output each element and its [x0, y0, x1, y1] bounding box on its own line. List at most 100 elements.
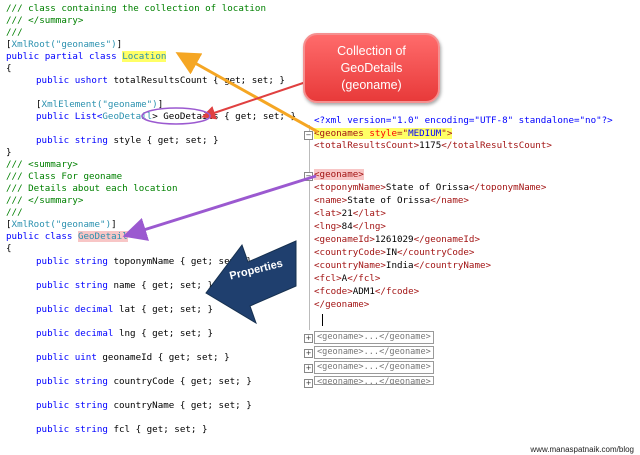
property-text: geonameId { get; set; } — [96, 352, 230, 363]
xml-countryname: <countryName>India</countryName> — [314, 260, 491, 272]
xml-tag: </geonameId> — [413, 234, 480, 245]
countryname-property: public string countryName { get; set; } — [36, 400, 252, 412]
code-comment: /// — [6, 27, 23, 38]
code-attribute-line: [XmlElement("geoname")] — [36, 99, 164, 110]
xml-value: India — [385, 260, 414, 271]
xml-lat: <lat>21</lat> — [314, 208, 386, 220]
xml-tag: <countryName> — [314, 260, 386, 271]
geodetail-class-name: GeoDetail — [77, 231, 128, 242]
property-text: lng { get; set; } — [113, 328, 214, 339]
keyword: public ushort — [36, 75, 108, 86]
property-text: fcl { get; set; } — [107, 424, 208, 435]
property-text: style { get; set; } — [107, 135, 219, 146]
xmlroot-attribute: XmlRoot("geoname") — [11, 219, 112, 230]
xml-fcode: <fcode>ADM1</fcode> — [314, 286, 419, 298]
xmlelement-attribute: XmlElement("geoname") — [41, 99, 158, 110]
xml-tag: <geoname> — [314, 169, 364, 180]
xml-geoname-open: <geoname> — [314, 169, 364, 181]
xml-declaration: <?xml version="1.0" encoding="UTF-8" sta… — [314, 115, 613, 127]
xml-attribute: style — [369, 128, 397, 139]
keyword: public List< — [36, 111, 103, 122]
countrycode-property: public string countryCode { get; set; } — [36, 376, 252, 388]
type-name: GeoDetail — [102, 111, 153, 122]
xml-countrycode: <countryCode>IN</countryCode> — [314, 247, 474, 259]
xml-totalresults: <totalResultsCount>1175</totalResultsCou… — [314, 140, 552, 152]
code-comment: /// </summary> — [6, 195, 84, 206]
keyword: public string — [36, 280, 108, 291]
xml-gutter-line — [309, 125, 310, 330]
xml-tag: <countryCode> — [314, 247, 386, 258]
xml-tag: <totalResultsCount> — [314, 140, 420, 151]
geonameid-property: public uint geonameId { get; set; } — [36, 352, 230, 364]
keyword: public partial class — [6, 51, 117, 62]
properties-arrow-icon — [205, 240, 297, 325]
xml-value: A — [341, 273, 348, 284]
keyword: public string — [36, 400, 108, 411]
keyword: public decimal — [36, 328, 114, 339]
expand-toggle-icon[interactable]: + — [304, 379, 313, 388]
callout-collection-of-geodetails: Collection of GeoDetails (geoname) — [303, 33, 440, 103]
xml-value: ADM1 — [352, 286, 375, 297]
xml-tag: </countryName> — [413, 260, 492, 271]
xml-value: MEDIUM — [408, 128, 442, 139]
collapsed-geoname[interactable]: <geoname>...</geoname> — [314, 331, 434, 344]
purple-arrow — [122, 174, 317, 241]
code-comment: /// Details about each location — [6, 183, 178, 194]
geodetail-class-declaration: public class GeoDetail — [6, 231, 128, 243]
expand-toggle-icon[interactable]: + — [304, 349, 313, 358]
expand-toggle-icon[interactable]: + — [304, 364, 313, 373]
property-text: lat { get; set; } — [113, 304, 214, 315]
xml-value: State of Orissa — [385, 182, 469, 193]
keyword: public uint — [36, 352, 97, 363]
xml-value: 1261029 — [374, 234, 414, 245]
keyword: public class — [6, 231, 73, 242]
xmlroot-attribute: XmlRoot("geonames") — [11, 39, 117, 50]
lng-property: public decimal lng { get; set; } — [36, 328, 213, 340]
xml-tag: </totalResultsCount> — [441, 140, 552, 151]
brace: { — [6, 243, 12, 254]
collapse-toggle-icon[interactable]: − — [304, 131, 313, 140]
xml-value: IN — [385, 247, 397, 258]
keyword: public decimal — [36, 304, 114, 315]
xml-tag: <name> — [314, 195, 348, 206]
orange-arrow — [175, 52, 319, 134]
expand-toggle-icon[interactable]: + — [304, 334, 313, 343]
callout-line: GeoDetails — [340, 60, 403, 75]
xml-tag: </lat> — [352, 208, 386, 219]
collapsed-geoname[interactable]: <geoname>...</geoname> — [314, 346, 434, 359]
xml-tag: </fcl> — [347, 273, 381, 284]
property-text: countryName { get; set; } — [107, 400, 252, 411]
xml-tag: <lat> — [314, 208, 342, 219]
code-comment: /// <summary> — [6, 159, 78, 170]
xml-geoname-close: </geoname> — [314, 299, 369, 311]
code-comment: /// — [6, 207, 23, 218]
text-cursor — [322, 314, 323, 326]
xml-tag: <lng> — [314, 221, 342, 232]
xml-tag: =" — [397, 128, 409, 139]
collapsed-geoname[interactable]: <geoname>...</geoname> — [314, 376, 434, 385]
style-property: public string style { get; set; } — [36, 135, 219, 147]
xml-fcl: <fcl>A</fcl> — [314, 273, 380, 285]
xml-toponymname: <toponymName>State of Orissa</toponymNam… — [314, 182, 546, 194]
xml-value: State of Orissa — [347, 195, 431, 206]
geodetails-ellipse — [141, 107, 211, 125]
xml-tag: </countryCode> — [397, 247, 475, 258]
collapsed-geoname[interactable]: <geoname>...</geoname> — [314, 361, 434, 374]
xml-tag: </fcode> — [374, 286, 420, 297]
xml-tag: </toponymName> — [468, 182, 547, 193]
watermark: www.manaspatnaik.com/blog — [530, 445, 634, 454]
xml-tag: "> — [441, 128, 453, 139]
xml-decl-text: <?xml version="1.0" encoding="UTF-8" sta… — [314, 115, 613, 126]
xml-tag: <fcl> — [314, 273, 342, 284]
total-results-property: public ushort totalResultsCount { get; s… — [36, 75, 285, 87]
keyword: public string — [36, 135, 108, 146]
xml-tag: </name> — [430, 195, 469, 206]
red-arrow — [201, 79, 313, 120]
property-text: name { get; set; } — [107, 280, 214, 291]
xml-name: <name>State of Orissa</name> — [314, 195, 469, 207]
location-class-name: Location — [122, 51, 167, 62]
xml-tag: <geonames — [314, 128, 370, 139]
keyword: public string — [36, 376, 108, 387]
